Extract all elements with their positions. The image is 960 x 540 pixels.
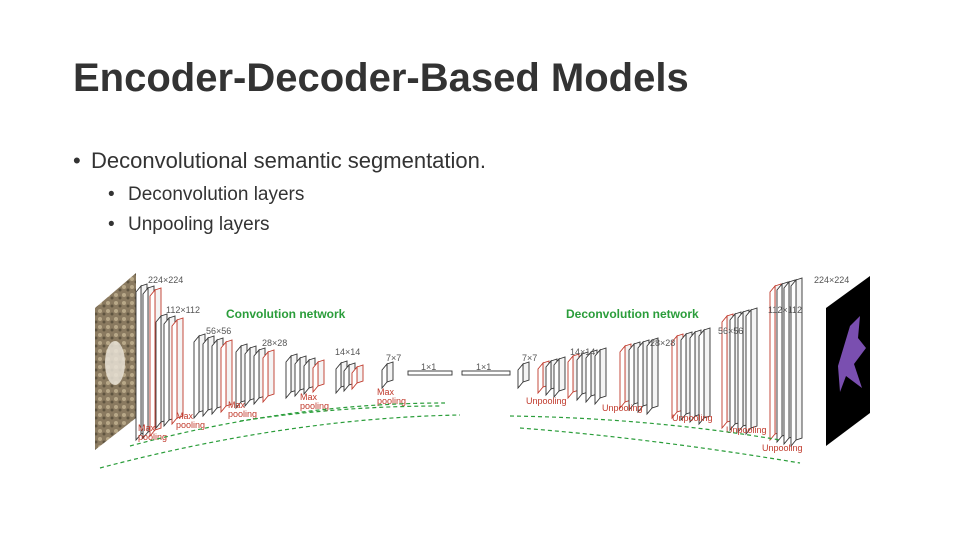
input-image [95, 273, 136, 450]
pooling-switch-arrow [129, 402, 446, 447]
pooling-switch-arrow [519, 427, 801, 464]
deconv-layer [646, 337, 659, 416]
conv-layer [285, 353, 298, 400]
fc-layer [407, 370, 453, 376]
unpooling-label: Unpooling [762, 443, 803, 453]
deconv-layer [517, 361, 530, 390]
skip-arrows [99, 402, 801, 469]
unpooling-label: Unpooling [526, 396, 567, 406]
pooling-switch-arrow [509, 415, 781, 441]
pooling-switch-arrow [99, 414, 461, 469]
encoder-size-label: 28×28 [262, 338, 287, 348]
network-layers [135, 277, 803, 448]
decoder-size-label: 112×112 [768, 305, 802, 315]
sub-bullet-text: Unpooling layers [128, 214, 270, 235]
encoder-size-label: 56×56 [206, 326, 231, 336]
encoder-size-label: 224×224 [148, 275, 183, 285]
output-segmentation-image [826, 276, 870, 446]
max-pooling-layer [262, 349, 275, 404]
deconv-layer [790, 277, 803, 448]
center-size-label: 1×1 [421, 362, 436, 372]
deconv-layer [698, 327, 711, 426]
deconvnet-architecture-diagram: Convolution network Deconvolution networ… [95, 273, 870, 469]
deconv-layer [594, 347, 607, 406]
encoder-size-label: 14×14 [335, 347, 360, 357]
encoder-size-label: 7×7 [386, 353, 401, 363]
sub-bullet-deconvolution: • Deconvolution layers [108, 184, 304, 206]
conv-layer [381, 361, 394, 390]
bullet-marker: • [73, 148, 81, 173]
sub-bullet-text: Deconvolution layers [128, 184, 305, 205]
bullet-marker: • [108, 184, 115, 205]
encoder-title: Convolution network [226, 307, 346, 321]
sub-bullet-unpooling: • Unpooling layers [108, 214, 270, 236]
unpooling-label: Unpooling [672, 413, 713, 423]
max-pooling-layer [171, 317, 184, 426]
conv-layer [303, 357, 316, 396]
max-pooling-layer [220, 339, 233, 414]
encoder-size-label: 112×112 [166, 305, 200, 315]
unpooling-label: Unpooling [726, 425, 767, 435]
max-pooling-layer [312, 359, 325, 394]
bullet-main: • Deconvolutional semantic segmentation. [73, 148, 486, 174]
decoder-size-label: 14×14 [570, 347, 595, 357]
decoder-size-label: 28×28 [650, 338, 675, 348]
unpooling-labels: Unpooling Unpooling Unpooling Unpooling … [526, 396, 803, 453]
center-size-label: 1×1 [476, 362, 491, 372]
bullet-main-text: Deconvolutional semantic segmentation. [91, 148, 487, 173]
fc-layer [461, 370, 511, 376]
slide-title: Encoder-Decoder-Based Models [73, 56, 689, 100]
pooling-switch-arrow [239, 405, 441, 422]
bullet-marker: • [108, 214, 115, 235]
deconv-layer [553, 356, 566, 399]
max-pooling-layer [351, 364, 364, 391]
deconv-layer [745, 307, 758, 436]
decoder-size-label: 224×224 [814, 275, 849, 285]
unpooling-label: Unpooling [602, 403, 643, 413]
decoder-title: Deconvolution network [566, 307, 699, 321]
decoder-size-label: 56×56 [718, 326, 743, 336]
conv-layer [335, 360, 348, 395]
decoder-size-label: 7×7 [522, 353, 537, 363]
size-labels: 224×224 112×112 56×56 28×28 14×14 7×7 1×… [148, 275, 849, 372]
